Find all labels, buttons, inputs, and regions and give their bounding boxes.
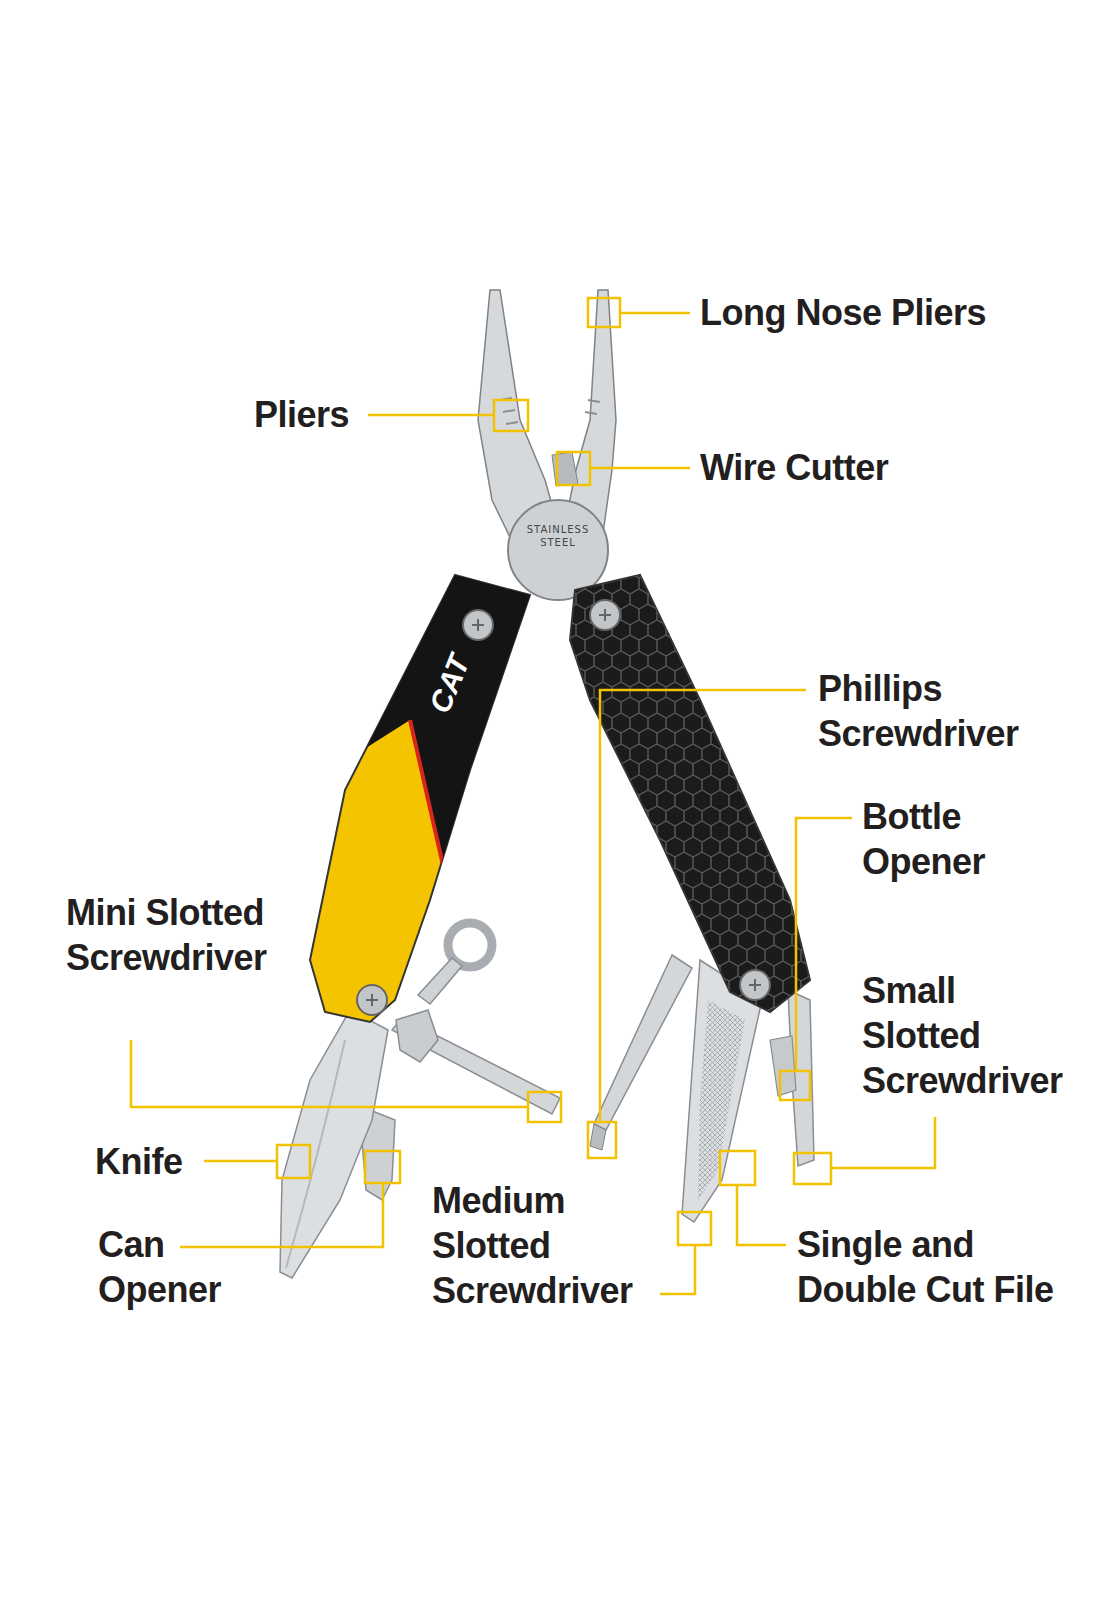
leader-lines-part [368, 414, 494, 417]
leader-lines-part [180, 1183, 383, 1247]
leader-lines-part [365, 1151, 400, 1183]
leader-lines-part [737, 1185, 786, 1245]
stamped-text: STAINLESS STEEL [518, 523, 598, 549]
leader-lines-part [277, 1145, 310, 1178]
leader-lines-part [780, 1071, 810, 1100]
leader-lines-part [600, 690, 806, 1122]
part-label: Medium Slotted Screwdriver [432, 1178, 647, 1313]
left-handle-part [300, 500, 600, 1000]
part-label: Wire Cutter [700, 445, 960, 490]
part-label: Mini Slotted Screwdriver [66, 890, 278, 980]
leader-lines-part [131, 1040, 528, 1107]
right-handle-part [599, 609, 761, 991]
left-handle-part [410, 720, 452, 905]
right-tools-part [594, 955, 692, 1130]
left-handle [300, 500, 600, 1022]
left-tools-part [418, 958, 462, 1004]
left-tools-part [286, 1040, 345, 1268]
left-handle-part [366, 619, 484, 1006]
right-tools-part [770, 1036, 796, 1096]
part-label: Knife [95, 1139, 205, 1184]
left-tools-part [396, 1010, 438, 1062]
leader-lines-part [620, 312, 690, 315]
leader-lines-part [494, 400, 528, 431]
plier-jaws-part [500, 398, 600, 424]
part-label: Small Slotted Screwdriver [862, 968, 1077, 1103]
leader-lines-part [557, 452, 590, 485]
part-label: Single and Double Cut File [797, 1222, 1082, 1312]
leader-lines-part [588, 298, 620, 327]
leader-lines-part [204, 1160, 277, 1163]
part-label: Bottle Opener [862, 794, 1067, 884]
leader-lines-part [588, 1122, 616, 1158]
leader-lines-part [678, 1212, 711, 1245]
part-label: Long Nose Pliers [700, 290, 1030, 335]
leader-lines-part [590, 467, 690, 470]
part-label: Can Opener [98, 1222, 248, 1312]
part-label: Pliers [254, 392, 364, 437]
brand-logo: CAT [424, 650, 476, 717]
right-tools-part [590, 1124, 606, 1150]
leader-lines-part [720, 1151, 755, 1185]
right-tools-part [698, 1000, 745, 1200]
leader-lines-part [831, 1117, 935, 1168]
part-label: Phillips Screwdriver [818, 666, 1053, 756]
leader-lines-part [796, 818, 852, 1071]
leader-lines-part [794, 1153, 831, 1184]
leader-lines-part [660, 1245, 695, 1294]
leader-lines-part [528, 1092, 561, 1122]
plier-jaws [478, 290, 616, 600]
